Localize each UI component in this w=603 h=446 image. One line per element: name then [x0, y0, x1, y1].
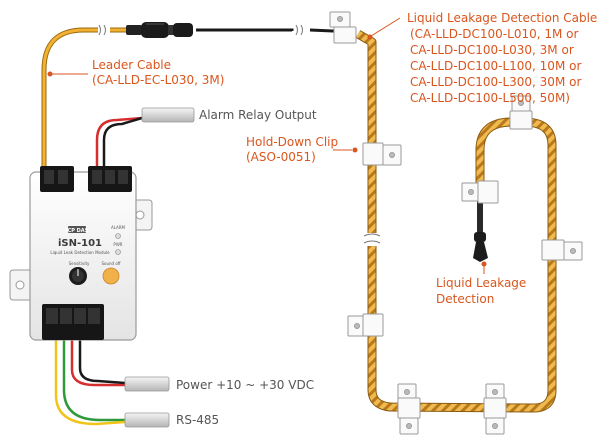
pwr-led-label: PWR	[113, 242, 122, 247]
leader-cable	[41, 24, 357, 178]
sound-off-label: Sound off	[101, 261, 120, 266]
sensing-cable-label: Liquid Leakage Detection Cable (CA-LLD-D…	[407, 11, 601, 105]
clip-bottom-right	[483, 383, 507, 435]
clip-loop-top	[509, 95, 533, 130]
clip-right	[541, 239, 583, 261]
device-model: iSN-101	[58, 238, 102, 249]
device-subtitle: Liquid Leak Detection Module	[50, 250, 110, 255]
detection-label: Liquid Leakage Detection	[436, 276, 530, 306]
device-wires	[47, 116, 143, 426]
alarm-relay-label: Alarm Relay Output	[199, 108, 317, 122]
wire-probes	[124, 107, 195, 428]
sound-off-button[interactable]	[102, 267, 120, 285]
clip-inner	[461, 180, 499, 204]
alarm-led-label: ALARM	[111, 225, 126, 230]
sensing-cable	[355, 30, 557, 413]
isn-101-module: ICP DAS iSN-101 Liquid Leak Detection Mo…	[9, 166, 153, 341]
pwr-led	[115, 249, 121, 255]
alarm-led	[115, 233, 121, 239]
brand-logo: ICP DAS	[66, 226, 89, 234]
leader-cable-label: Leader Cable (CA-LLD-EC-L030, 3M)	[92, 58, 224, 87]
clip-left-lower	[347, 313, 384, 337]
power-label: Power +10 ~ +30 VDC	[176, 378, 314, 392]
clip-hold-down	[362, 142, 402, 166]
svg-text:ICP DAS: ICP DAS	[66, 228, 89, 234]
sensitivity-label: Sensitivity	[69, 261, 90, 266]
leak-detection-probe	[473, 192, 488, 262]
clip-top	[329, 11, 357, 44]
cable-connector	[126, 22, 193, 38]
rs485-label: RS-485	[176, 413, 219, 427]
hold-down-clip-label: Hold-Down Clip (ASO-0051)	[246, 135, 342, 164]
hold-down-clips	[329, 11, 583, 435]
clip-bottom-left	[397, 383, 421, 435]
